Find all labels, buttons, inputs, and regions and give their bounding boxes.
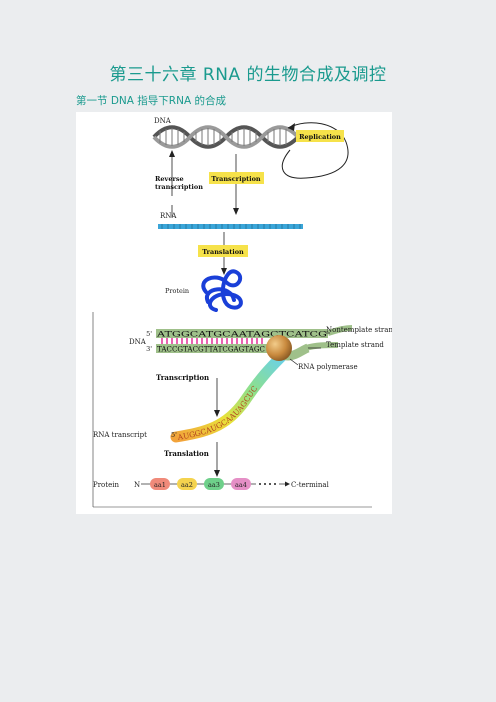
rna-polymerase-label: RNA polymerase xyxy=(298,363,358,371)
transcription-arrowhead-top xyxy=(233,208,239,215)
amino-acid-3-label: aa3 xyxy=(208,481,220,489)
chain-ellipsis xyxy=(259,483,276,485)
replication-box xyxy=(296,130,344,142)
translation-label-top: Translation xyxy=(202,248,244,256)
amino-acid-1-label: aa1 xyxy=(154,481,166,489)
amino-acid-4 xyxy=(231,478,251,490)
central-dogma-figure: DNA Replication Reverse transcription Tr… xyxy=(76,112,392,514)
transcription-box-top xyxy=(209,172,264,184)
c-terminal-label: C-terminal xyxy=(291,481,330,489)
rna-five-prime-label: 5' xyxy=(171,431,177,439)
rna-transcript-label: RNA transcript xyxy=(93,431,147,439)
transcription-arrowhead-bottom xyxy=(214,410,220,417)
section-heading: 第一节 DNA 指导下RNA 的合成 xyxy=(76,95,226,107)
top-strand-sequence: ATGGCATGCAATAGCTCATCG xyxy=(155,331,327,339)
dna-helix-top xyxy=(152,125,300,149)
protein-label-bottom: Protein xyxy=(93,481,119,489)
protein-label-top: Protein xyxy=(165,287,189,295)
bottom-strand-sequence: TACCGTACGTTATCGAGTAGC xyxy=(157,346,265,354)
bottom-dna-label: DNA xyxy=(129,338,147,346)
amino-acid-2-label: aa2 xyxy=(181,481,193,489)
folded-protein-icon xyxy=(201,269,243,312)
rna-polymerase-icon xyxy=(266,335,292,361)
reverse-transcription-label: Reverse transcription xyxy=(155,175,203,191)
n-terminal-label: N xyxy=(134,481,140,489)
nontemplate-strand-label: Nontemplate strand xyxy=(326,326,392,334)
rna-label: RNA xyxy=(160,212,177,220)
reverse-transcription-arrowhead xyxy=(169,150,175,157)
amino-acid-3 xyxy=(204,478,224,490)
translation-box-top xyxy=(198,245,248,257)
nontemplate-strand-tail xyxy=(327,325,353,336)
template-strand-tail xyxy=(305,342,339,351)
template-strand-bar xyxy=(156,344,268,353)
rna-transcript-strand xyxy=(170,351,287,443)
top-dna-label: DNA xyxy=(154,117,172,125)
polymerase-pointer xyxy=(289,358,299,366)
translation-arrowhead-bottom xyxy=(214,470,220,477)
page-title: 第三十六章 RNA 的生物合成及调控 xyxy=(109,65,387,85)
amino-acid-4-label: aa4 xyxy=(235,481,247,489)
rna-strand xyxy=(158,224,303,229)
rna-strand-bases xyxy=(161,224,301,229)
translation-label-bottom: Translation xyxy=(164,449,209,458)
replication-arrowhead xyxy=(288,123,295,131)
figure-svg: DNA Replication Reverse transcription Tr… xyxy=(92,117,392,508)
amino-acid-2 xyxy=(177,478,197,490)
translation-arrowhead-top xyxy=(221,268,227,275)
replication-loop-arrow xyxy=(281,122,349,179)
template-strand-label: Template strand xyxy=(326,341,384,349)
replication-label: Replication xyxy=(299,133,341,141)
five-prime-label: 5' xyxy=(146,330,152,338)
transcription-label-top: Transcription xyxy=(211,175,261,183)
amino-acid-chain: aa1 aa2 aa3 aa4 xyxy=(150,478,251,490)
three-prime-label: 3' xyxy=(146,345,152,353)
base-pair-rungs xyxy=(161,338,263,344)
nontemplate-strand-bar xyxy=(156,329,328,338)
transcription-label-bottom: Transcription xyxy=(156,373,209,382)
amino-acid-1 xyxy=(150,478,170,490)
